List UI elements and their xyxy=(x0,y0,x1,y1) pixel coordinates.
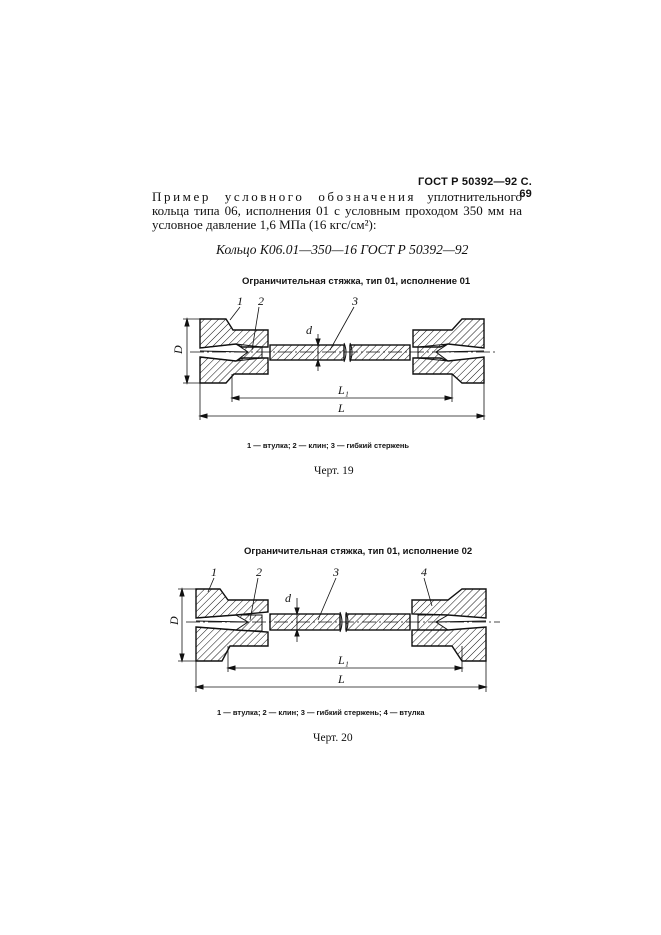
figure-19-title: Ограничительная стяжка, тип 01, исполнен… xyxy=(242,276,471,287)
example-lead-spaced: Пример условного обозначения xyxy=(152,189,417,204)
fig19-label-2: 2 xyxy=(258,294,264,308)
fig19-label-1: 1 xyxy=(237,294,243,308)
fig20-label-4: 4 xyxy=(421,565,427,579)
example-line-1: Пример условного обозначения уплотнитель… xyxy=(152,190,522,204)
figure-20-title: Ограничительная стяжка, тип 01, исполнен… xyxy=(244,546,473,557)
fig19-label-L: L xyxy=(337,401,345,415)
fig20-label-2: 2 xyxy=(256,565,262,579)
designation-example: Кольцо К06.01—350—16 ГОСТ Р 50392—92 xyxy=(216,242,469,257)
example-lead-rest: уплотнительного xyxy=(416,189,522,204)
figure-19-drawing: 1 2 3 d D L₁ L xyxy=(171,294,498,420)
fig20-label-3: 3 xyxy=(332,565,339,579)
fig20-label-L1: L₁ xyxy=(337,653,349,667)
fig19-label-3: 3 xyxy=(351,294,358,308)
example-line-3: условное давление 1,6 МПа (16 кгс/см²): xyxy=(152,217,377,232)
example-line-2: кольца типа 06, исполнения 01 с условным… xyxy=(152,203,522,218)
fig20-label-D: D xyxy=(167,616,181,626)
figure-19-caption: 1 — втулка; 2 — клин; 3 — гибкий стержен… xyxy=(247,441,410,450)
running-head: ГОСТ Р 50392—92 С. 69 xyxy=(418,176,532,200)
fig20-label-L: L xyxy=(337,672,345,686)
fig19-label-d: d xyxy=(306,323,313,337)
figure-20-drawing: 1 2 3 4 d D L₁ L xyxy=(167,565,500,692)
fig19-label-L1: L₁ xyxy=(337,383,349,397)
fig20-label-1: 1 xyxy=(211,565,217,579)
figure-19-number: Черт. 19 xyxy=(314,465,354,477)
example-paragraph: Пример условного обозначения уплотнитель… xyxy=(152,190,522,232)
fig20-label-d: d xyxy=(285,591,292,605)
fig19-label-D: D xyxy=(171,345,185,355)
figure-20-caption: 1 — втулка; 2 — клин; 3 — гибкий стержен… xyxy=(217,708,425,717)
figure-20-number: Черт. 20 xyxy=(313,732,353,744)
